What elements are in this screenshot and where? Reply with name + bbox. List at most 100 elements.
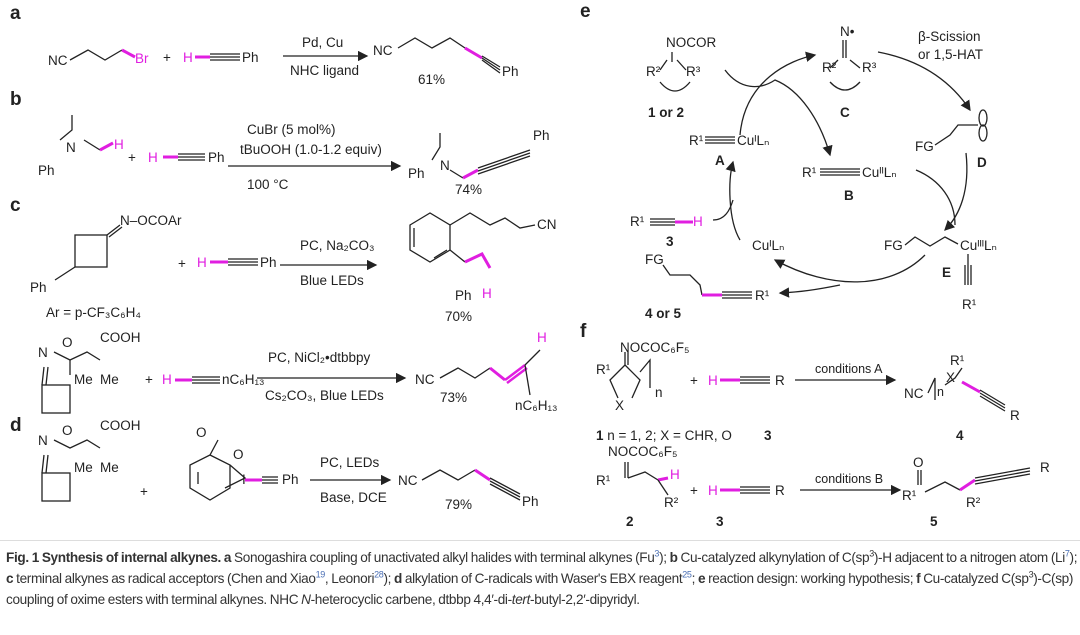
step-label-2: or 1,5-HAT <box>918 47 984 62</box>
step-label-1: β-Scission <box>918 29 981 44</box>
yield: 73% <box>440 390 468 405</box>
product-h: H <box>482 286 492 301</box>
product-ph-2: Ph <box>533 128 550 143</box>
f1-n: n <box>655 385 663 400</box>
panel-f-label: f <box>580 321 587 342</box>
conditions-a: conditions A <box>815 362 883 376</box>
f2-alkyne-r: R <box>775 483 785 498</box>
f1-sub-def: n = 1, 2; X = CHR, O <box>607 428 732 443</box>
reactant-nc: NC <box>48 53 68 68</box>
plus-sign: + <box>145 372 153 387</box>
C-r3: R³ <box>862 60 877 75</box>
product-ph: Ph <box>522 494 539 509</box>
f2-h: H <box>670 467 680 482</box>
substrate-id: 1 or 2 <box>648 105 685 120</box>
alkyne-h: H <box>148 150 158 165</box>
alkyne-h: H <box>162 372 172 387</box>
ebx-i: I <box>242 472 246 487</box>
condition-bottom: NHC ligand <box>290 63 360 78</box>
oxime-n: N <box>38 433 48 448</box>
ebx-ph: Ph <box>282 472 299 487</box>
alkyne-ph: Ph <box>260 255 277 270</box>
panel-a-label: a <box>10 3 21 24</box>
intermediate-B-label: B <box>844 188 854 203</box>
f2-alkyne-h: H <box>708 483 718 498</box>
alkyne-h: H <box>183 50 193 65</box>
caption-text: ; <box>691 571 696 586</box>
D-fg: FG <box>915 139 934 154</box>
condition-1: CuBr (5 mol%) <box>247 122 336 137</box>
caption-title: Fig. 1 Synthesis of internal alkynes. <box>6 550 221 565</box>
f2-group: NOCOC₆F₅ <box>608 444 678 459</box>
me: Me <box>100 372 119 387</box>
product-n: N <box>440 158 450 173</box>
reference-link[interactable]: 28 <box>374 569 384 580</box>
E-cu: CuᴵᴵᴵLₙ <box>960 238 997 253</box>
condition-bottom: Base, DCE <box>320 490 387 505</box>
f2-product-r2: R² <box>966 495 981 510</box>
caption-text: ); <box>383 571 392 586</box>
condition-3: 100 °C <box>247 177 289 192</box>
oxime-n: N <box>38 345 48 360</box>
reference-link[interactable]: 25 <box>682 569 692 580</box>
product-hexyl: nC₆H₁₃ <box>515 398 558 413</box>
plus-sign: + <box>178 256 186 271</box>
condition-top: PC, Na₂CO₃ <box>300 238 375 253</box>
f2-r1: R¹ <box>596 473 611 488</box>
oxime-o: O <box>62 423 73 438</box>
caption-italic: tert <box>511 592 531 607</box>
intermediate-E-label: E <box>942 265 952 280</box>
reaction-scheme-bonds <box>41 37 1031 502</box>
alkyne-ph: Ph <box>242 50 259 65</box>
condition-bottom: Blue LEDs <box>300 273 364 288</box>
me: Me <box>74 372 93 387</box>
caption-text: -butyl-2,2′-dipyridyl. <box>530 592 640 607</box>
yield: 74% <box>455 182 483 197</box>
alkyne-h: H <box>693 214 703 229</box>
amine-h: H <box>114 137 124 152</box>
caption-divider <box>0 540 1080 541</box>
substrate-r3: R³ <box>686 64 701 79</box>
reference-link[interactable]: 3 <box>654 548 660 559</box>
cooh: COOH <box>100 330 141 345</box>
product-nc: NC <box>398 473 418 488</box>
f1-group: NOCOC₆F₅ <box>620 340 690 355</box>
intermediate-A-label: A <box>715 153 725 168</box>
f2-product-r: R <box>1040 460 1050 475</box>
reference-link[interactable]: 19 <box>315 569 326 580</box>
caption-italic: N <box>301 592 311 607</box>
alkyne-hexyl: nC₆H₁₃ <box>222 372 265 387</box>
E-r1: R¹ <box>962 297 977 312</box>
substrate-group: NOCOR <box>666 35 717 50</box>
oxime-ph: Ph <box>30 280 47 295</box>
cu-catalyst: CuᴵLₙ <box>752 238 785 253</box>
plus-sign: + <box>690 373 698 388</box>
f2-alkyne-id: 3 <box>716 514 724 529</box>
product-id: 4 or 5 <box>645 306 682 321</box>
ebx-o: O <box>233 447 244 462</box>
caption-text: )-C(sp) coupling of oxime esters with te… <box>6 571 1074 607</box>
caption-text: )-H adjacent to a nitrogen atom (Li <box>873 550 1065 565</box>
product-h: H <box>537 330 547 345</box>
intermediate-D-label: D <box>977 155 987 170</box>
caption-key-e: e <box>697 571 706 586</box>
ar-definition: Ar = p-CF₃C₆H₄ <box>46 305 141 320</box>
caption-text-f: Cu-catalyzed C(sp <box>920 571 1029 586</box>
f1-alkyne-r: R <box>775 373 785 388</box>
panel-c-label: c <box>10 195 21 216</box>
amine-n: N <box>66 140 76 155</box>
caption-key-d: d <box>394 571 402 586</box>
figure-caption: Fig. 1 Synthesis of internal alkynes. a … <box>6 547 1078 610</box>
me: Me <box>100 460 119 475</box>
f1-product-x: X <box>946 370 956 385</box>
caption-key-a: a <box>223 550 232 565</box>
plus-sign: + <box>140 484 148 499</box>
cooh: COOH <box>100 418 141 433</box>
f1-x: X <box>615 398 625 413</box>
product-cn: CN <box>537 217 557 232</box>
panel-e-label: e <box>580 1 591 22</box>
me: Me <box>74 460 93 475</box>
reference-link[interactable]: 7 <box>1064 548 1070 559</box>
panel-d-label: d <box>10 415 22 436</box>
